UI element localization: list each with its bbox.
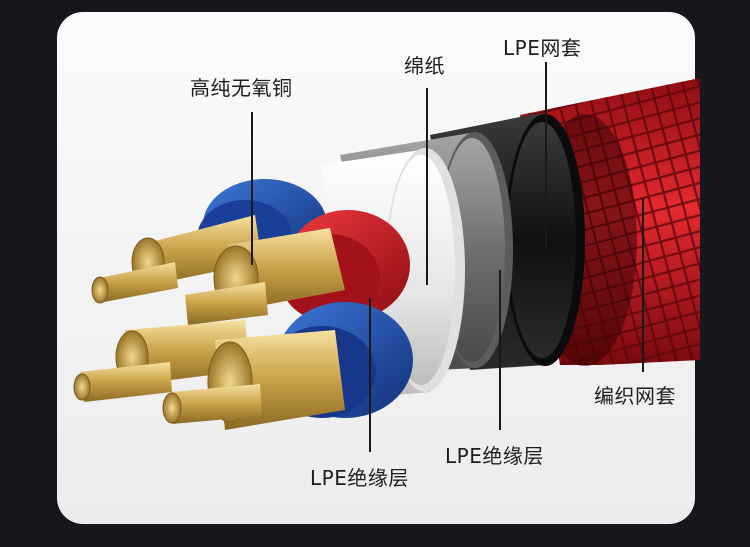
copper-strand-bottom-right — [162, 330, 345, 430]
label-conductor: 高纯无氧铜 — [190, 76, 293, 100]
label-braid: 编织网套 — [594, 384, 676, 408]
label-paper: 绵纸 — [404, 54, 445, 78]
copper-strand-top-left — [91, 215, 262, 304]
label-inner-insulation: LPE绝缘层 — [445, 444, 544, 468]
copper-strand-top-right — [185, 228, 345, 325]
label-core-insulation: LPE绝缘层 — [310, 466, 409, 490]
label-outer-sheath: LPE网套 — [503, 36, 582, 60]
